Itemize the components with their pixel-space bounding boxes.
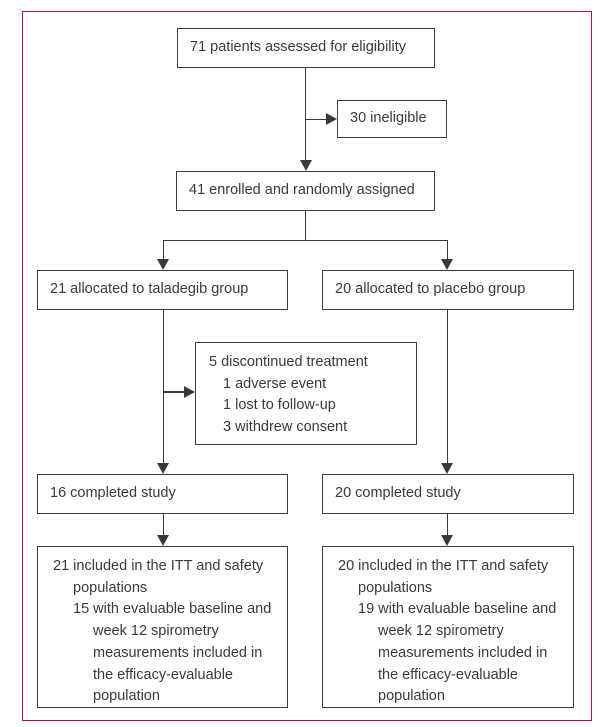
box-allocated-placebo-label: 20 allocated to placebo group bbox=[335, 281, 526, 298]
itt-placebo-line: week 12 spirometry bbox=[378, 623, 504, 640]
connector-completed-placebo-down bbox=[446, 514, 448, 535]
itt-placebo-line: measurements included in bbox=[378, 644, 548, 661]
box-enrolled-label: 41 enrolled and randomly assigned bbox=[189, 182, 415, 199]
arrowhead-into-placebo bbox=[441, 259, 454, 270]
connector-enrolled-down bbox=[304, 210, 307, 241]
connector-taladegib-down bbox=[162, 310, 164, 463]
itt-taladegib-line: the efficacy-evaluable bbox=[93, 666, 233, 683]
itt-placebo-line: 19 with evaluable baseline and bbox=[358, 601, 557, 618]
connector-completed-taladegib-down bbox=[162, 514, 164, 535]
arrowhead-into-completed-placebo bbox=[441, 463, 454, 474]
box-allocated-placebo: 20 allocated to placebo group bbox=[322, 270, 574, 310]
connector-branch-left bbox=[162, 239, 164, 261]
itt-taladegib-line: population bbox=[93, 688, 160, 705]
connector-placebo-down bbox=[446, 310, 448, 463]
box-ineligible-label: 30 ineligible bbox=[350, 110, 427, 127]
itt-taladegib-line: populations bbox=[73, 579, 148, 596]
itt-placebo-line: 20 included in the ITT and safety bbox=[338, 558, 549, 574]
itt-taladegib-line: 21 included in the ITT and safety bbox=[53, 558, 264, 574]
box-completed-placebo: 20 completed study bbox=[322, 474, 574, 514]
box-eligibility: 71 patients assessed for eligibility bbox=[177, 28, 435, 68]
connector-branch-right bbox=[446, 239, 448, 261]
itt-taladegib-line: week 12 spirometry bbox=[93, 623, 219, 640]
itt-placebo-line: populations bbox=[358, 579, 433, 596]
box-enrolled: 41 enrolled and randomly assigned bbox=[176, 171, 435, 211]
connector-branch bbox=[162, 239, 448, 241]
box-ineligible: 30 ineligible bbox=[337, 100, 447, 138]
connector-to-discontinued bbox=[163, 391, 184, 393]
connector-eligibility-down bbox=[304, 68, 307, 162]
box-eligibility-label: 71 patients assessed for eligibility bbox=[190, 39, 407, 56]
itt-taladegib-line: 15 with evaluable baseline and bbox=[73, 601, 272, 618]
arrowhead-into-itt-taladegib bbox=[157, 535, 170, 546]
box-itt-placebo: 20 included in the ITT and safety popula… bbox=[322, 546, 574, 708]
box-completed-placebo-label: 20 completed study bbox=[335, 485, 461, 502]
itt-placebo-line: the efficacy-evaluable bbox=[378, 666, 518, 683]
arrowhead-into-enrolled bbox=[299, 160, 312, 171]
itt-placebo-line: population bbox=[378, 688, 445, 705]
discontinued-line: 1 lost to follow-up bbox=[223, 397, 336, 414]
figure-frame bbox=[21, 10, 592, 721]
box-completed-taladegib: 16 completed study bbox=[37, 474, 288, 514]
discontinued-line: 5 discontinued treatment bbox=[209, 354, 368, 370]
box-allocated-taladegib: 21 allocated to taladegib group bbox=[37, 270, 288, 310]
itt-taladegib-line: measurements included in bbox=[93, 644, 263, 661]
arrowhead-into-completed-taladegib bbox=[157, 463, 170, 474]
arrowhead-into-itt-placebo bbox=[441, 535, 454, 546]
discontinued-line: 3 withdrew consent bbox=[223, 419, 348, 436]
arrowhead-into-discontinued bbox=[184, 385, 195, 398]
box-itt-taladegib: 21 included in the ITT and safety popula… bbox=[37, 546, 288, 708]
box-discontinued: 5 discontinued treatment 1 adverse event… bbox=[195, 342, 417, 445]
box-allocated-taladegib-label: 21 allocated to taladegib group bbox=[50, 281, 249, 298]
arrowhead-into-ineligible bbox=[326, 113, 337, 126]
box-completed-taladegib-label: 16 completed study bbox=[50, 485, 176, 502]
connector-to-ineligible bbox=[305, 118, 327, 120]
discontinued-line: 1 adverse event bbox=[223, 375, 327, 392]
arrowhead-into-taladegib bbox=[157, 259, 170, 270]
